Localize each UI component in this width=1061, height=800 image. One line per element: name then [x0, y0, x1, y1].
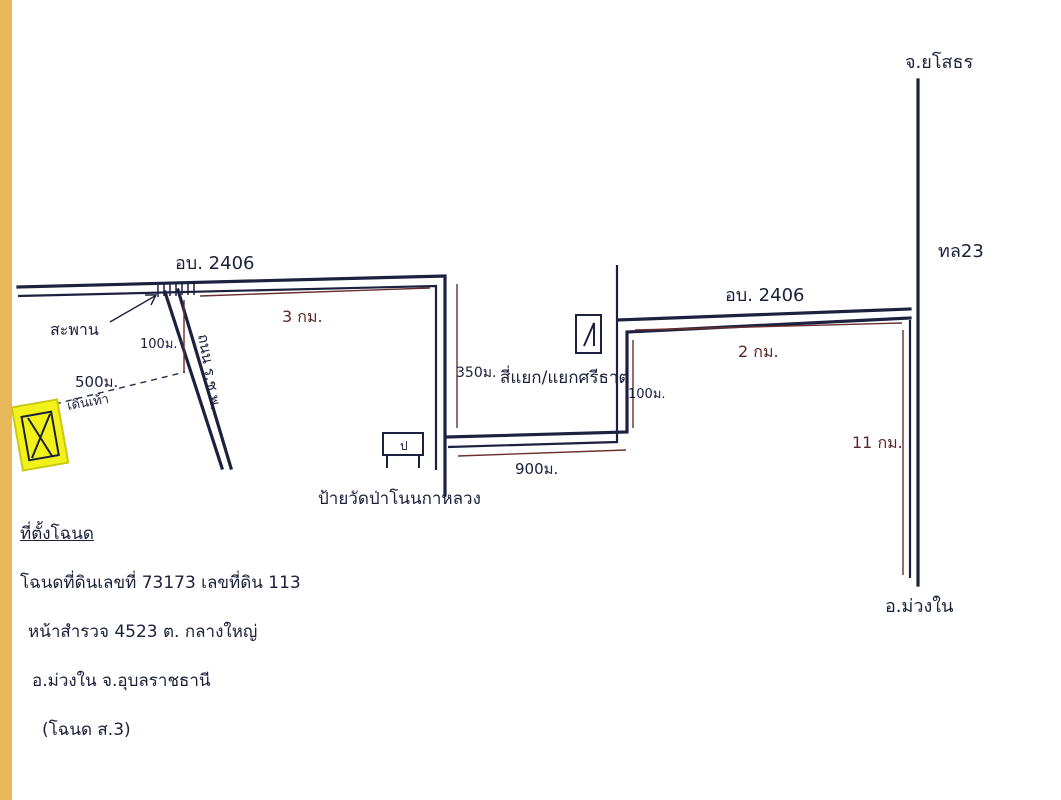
location-line-1: โฉนดที่ดินเลขที่ 73173 เลขที่ดิน 113	[20, 573, 301, 593]
distance-2km: 2 กม.	[738, 342, 779, 361]
label-bridge: สะพาน	[50, 320, 99, 339]
distance-100m-left: 100ม.	[140, 337, 178, 352]
distance-3km: 3 กม.	[282, 307, 323, 326]
dim-900m	[457, 449, 627, 457]
label-temple-sign: ป้ายวัดป่าโนนกาหลวง	[318, 488, 481, 509]
document-type: (โฉนด ส.3)	[42, 720, 131, 740]
bridge-hatch	[157, 283, 195, 297]
distance-500m: 500ม.	[75, 373, 118, 391]
location-line-3: อ.ม่วงใน จ.อุบลราชธานี	[32, 671, 211, 691]
distance-11km: 11 กม.	[852, 433, 903, 452]
location-title: ที่ตั้งโฉนด	[20, 524, 94, 544]
paper	[12, 0, 1061, 800]
label-intersection: สี่แยก/แยกศรีธาตุ	[500, 365, 629, 388]
label-road-2406-west: อบ. 2406	[175, 253, 255, 274]
distance-100m-right: 100ม.	[628, 387, 666, 402]
dim-2km	[634, 322, 903, 331]
bridge-arrowhead	[145, 294, 158, 306]
distance-350m: 350ม.	[456, 365, 496, 381]
svg-text:ป: ป	[400, 439, 408, 453]
side-road-right	[176, 288, 233, 470]
north-arrow	[575, 314, 602, 354]
dim-3km	[199, 287, 431, 297]
location-info: ที่ตั้งโฉนด โฉนดที่ดินเลขที่ 73173 เลขที…	[20, 520, 380, 765]
label-road-23: ทล23	[938, 241, 984, 262]
label-walk: เดินเท้า	[66, 392, 110, 414]
bridge-arrow	[109, 295, 156, 323]
road-connector-inner	[447, 265, 619, 449]
label-muang-sam-sip: อ.ม่วงใน	[885, 595, 953, 617]
location-line-2: หน้าสำรวจ 4523 ต. กลางใหญ่	[28, 622, 258, 642]
parcel-marker	[10, 398, 70, 472]
road-2406-east	[616, 307, 912, 322]
side-road-left	[162, 289, 225, 471]
label-road-2406-east: อบ. 2406	[725, 285, 805, 306]
walk-path	[54, 371, 186, 405]
temple-sign: ป	[382, 432, 424, 468]
road-2406-west-outer	[16, 274, 447, 497]
page-edge	[0, 0, 12, 800]
label-yasothon: จ.ยโสธร	[905, 51, 973, 73]
distance-900m: 900ม.	[515, 460, 558, 478]
road-connector-outer	[446, 316, 912, 439]
